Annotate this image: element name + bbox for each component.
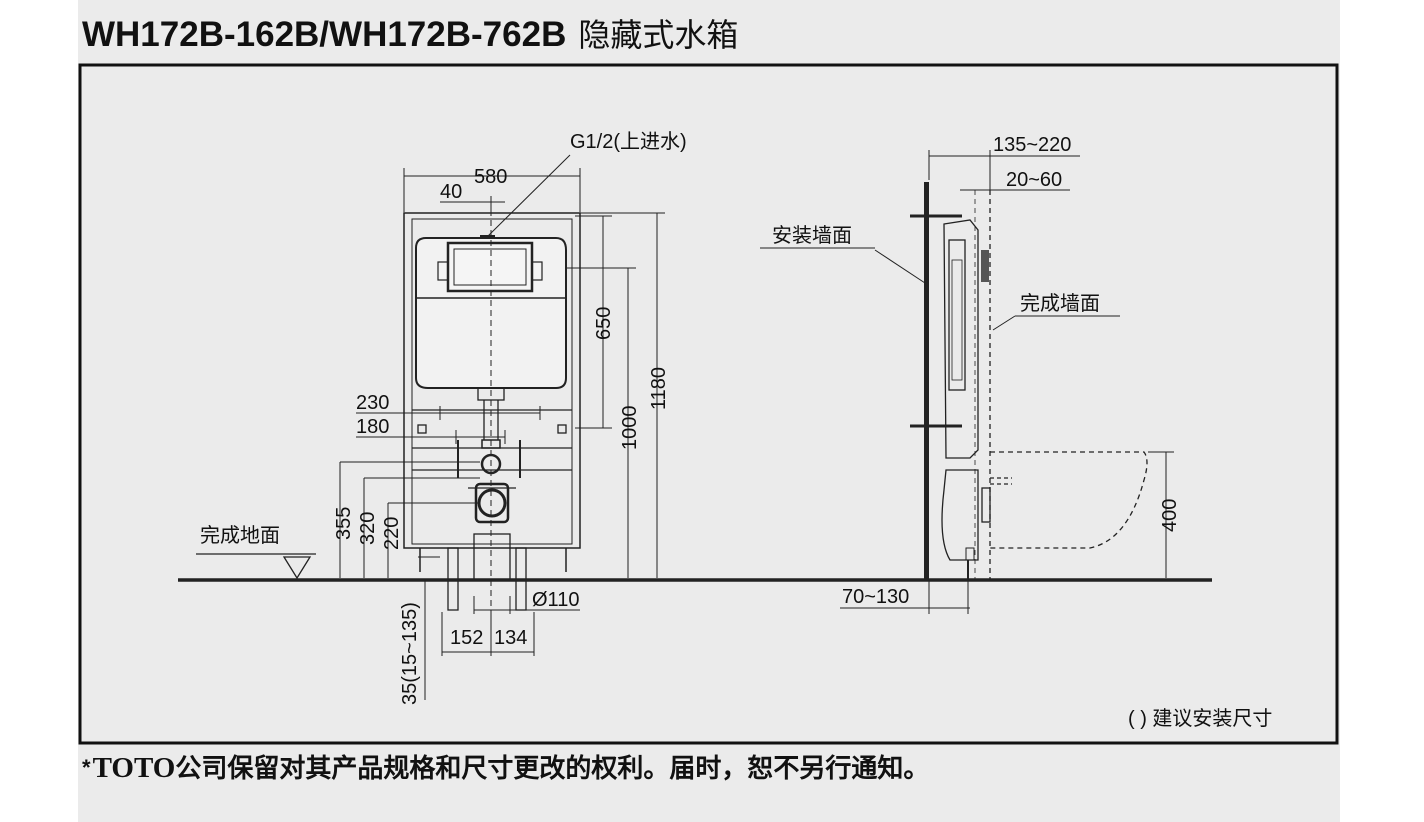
dim-pipe: Ø110 — [532, 589, 579, 611]
side-dimensions — [760, 150, 1174, 614]
dim-220: 220 — [381, 517, 403, 550]
dim-35: 35(15~135) — [399, 602, 421, 705]
dim-134: 134 — [494, 627, 527, 649]
install-wall-label: 安装墙面 — [772, 224, 852, 247]
finish-floor-label: 完成地面 — [200, 524, 280, 547]
floor-symbol — [196, 553, 316, 580]
dim-152: 152 — [450, 627, 483, 649]
model-number: WH172B-162B/WH172B-762B — [82, 15, 567, 54]
dim-1180: 1180 — [648, 367, 670, 410]
finish-wall-label: 完成墙面 — [1020, 292, 1100, 315]
brand-name: TOTO — [92, 752, 176, 784]
dim-355: 355 — [333, 507, 355, 540]
dim-230: 230 — [356, 392, 389, 414]
inlet-label: G1/2(上进水) — [570, 130, 687, 153]
dim-1000: 1000 — [619, 406, 641, 451]
dim-40: 40 — [440, 181, 462, 203]
dim-650: 650 — [593, 307, 615, 340]
dim-70-130: 70~130 — [842, 586, 909, 608]
front-view — [403, 200, 581, 612]
dim-135-220: 135~220 — [993, 134, 1071, 156]
dim-400: 400 — [1159, 499, 1181, 532]
dim-20-60: 20~60 — [1006, 169, 1062, 191]
footer-disclaimer: *TOTO公司保留对其产品规格和尺寸更改的权利。届时，恕不另行通知。 — [82, 748, 929, 785]
page-title: WH172B-162B/WH172B-762B 隐藏式水箱 — [82, 10, 738, 56]
drawing-frame — [78, 63, 1339, 745]
front-dimensions — [339, 154, 665, 700]
product-name: 隐藏式水箱 — [578, 17, 739, 53]
note-label: ( ) 建议安装尺寸 — [1128, 707, 1272, 730]
dim-180: 180 — [356, 416, 389, 438]
dim-320: 320 — [357, 512, 379, 545]
footnote-marker: * — [82, 755, 91, 780]
side-view — [910, 182, 1148, 580]
disclaimer-text: 公司保留对其产品规格和尺寸更改的权利。届时，恕不另行通知。 — [175, 753, 930, 783]
dim-580: 580 — [474, 166, 507, 188]
